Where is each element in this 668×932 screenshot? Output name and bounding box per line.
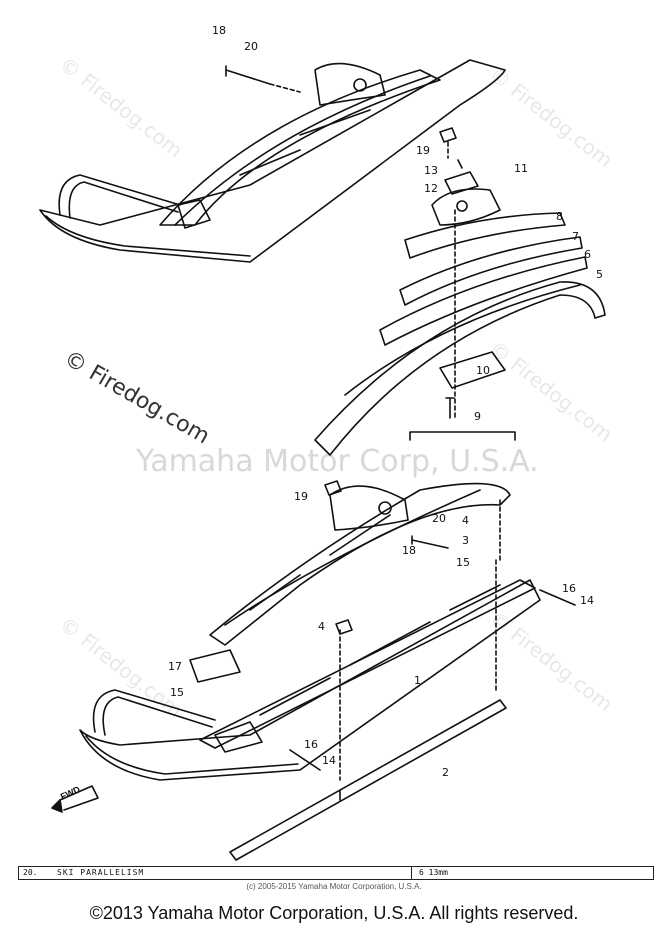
spec-table: 20. SKI PARALLELISM 6 13mm [18, 866, 654, 880]
footer-copyright: ©2013 Yamaha Motor Corporation, U.S.A. A… [89, 903, 579, 923]
callout-4: 4 [462, 514, 469, 527]
callout-3: 3 [462, 534, 469, 547]
callout-17: 17 [168, 660, 182, 673]
callout-10: 10 [476, 364, 490, 377]
small-copyright: (c) 2005-2015 Yamaha Motor Corporation, … [246, 882, 422, 891]
callout-18: 18 [212, 24, 226, 37]
callout-14: 14 [580, 594, 594, 607]
callout-7: 7 [572, 230, 579, 243]
callout-19: 19 [416, 144, 430, 157]
callout-16-lower: 16 [304, 738, 318, 751]
callout-15: 15 [456, 556, 470, 569]
callout-1: 1 [414, 674, 421, 687]
watermark-yamaha: Yamaha Motor Corp, U.S.A. [136, 444, 539, 479]
callout-15-lower: 15 [170, 686, 184, 699]
callout-8: 8 [556, 210, 563, 223]
spec-item-value: 6 13mm [419, 868, 448, 877]
spring-stack [314, 159, 606, 456]
callout-20: 20 [244, 40, 258, 53]
callout-20-lower: 20 [432, 512, 446, 525]
callout-6: 6 [584, 248, 591, 261]
spec-item-number: 20. [23, 868, 38, 877]
callout-9: 9 [474, 410, 481, 423]
callout-18-lower: 18 [402, 544, 416, 557]
spec-item-name: SKI PARALLELISM [57, 868, 145, 877]
callout-4-lower: 4 [318, 620, 325, 633]
callout-13: 13 [424, 164, 438, 177]
callout-16: 16 [562, 582, 576, 595]
callout-19-lower: 19 [294, 490, 308, 503]
callout-2: 2 [442, 766, 449, 779]
top-ski [39, 59, 506, 263]
callout-11: 11 [514, 162, 528, 175]
callout-14-lower: 14 [322, 754, 336, 767]
callout-5: 5 [596, 268, 603, 281]
spec-divider [411, 867, 412, 879]
callout-12: 12 [424, 182, 438, 195]
bottom-ski [79, 480, 576, 861]
